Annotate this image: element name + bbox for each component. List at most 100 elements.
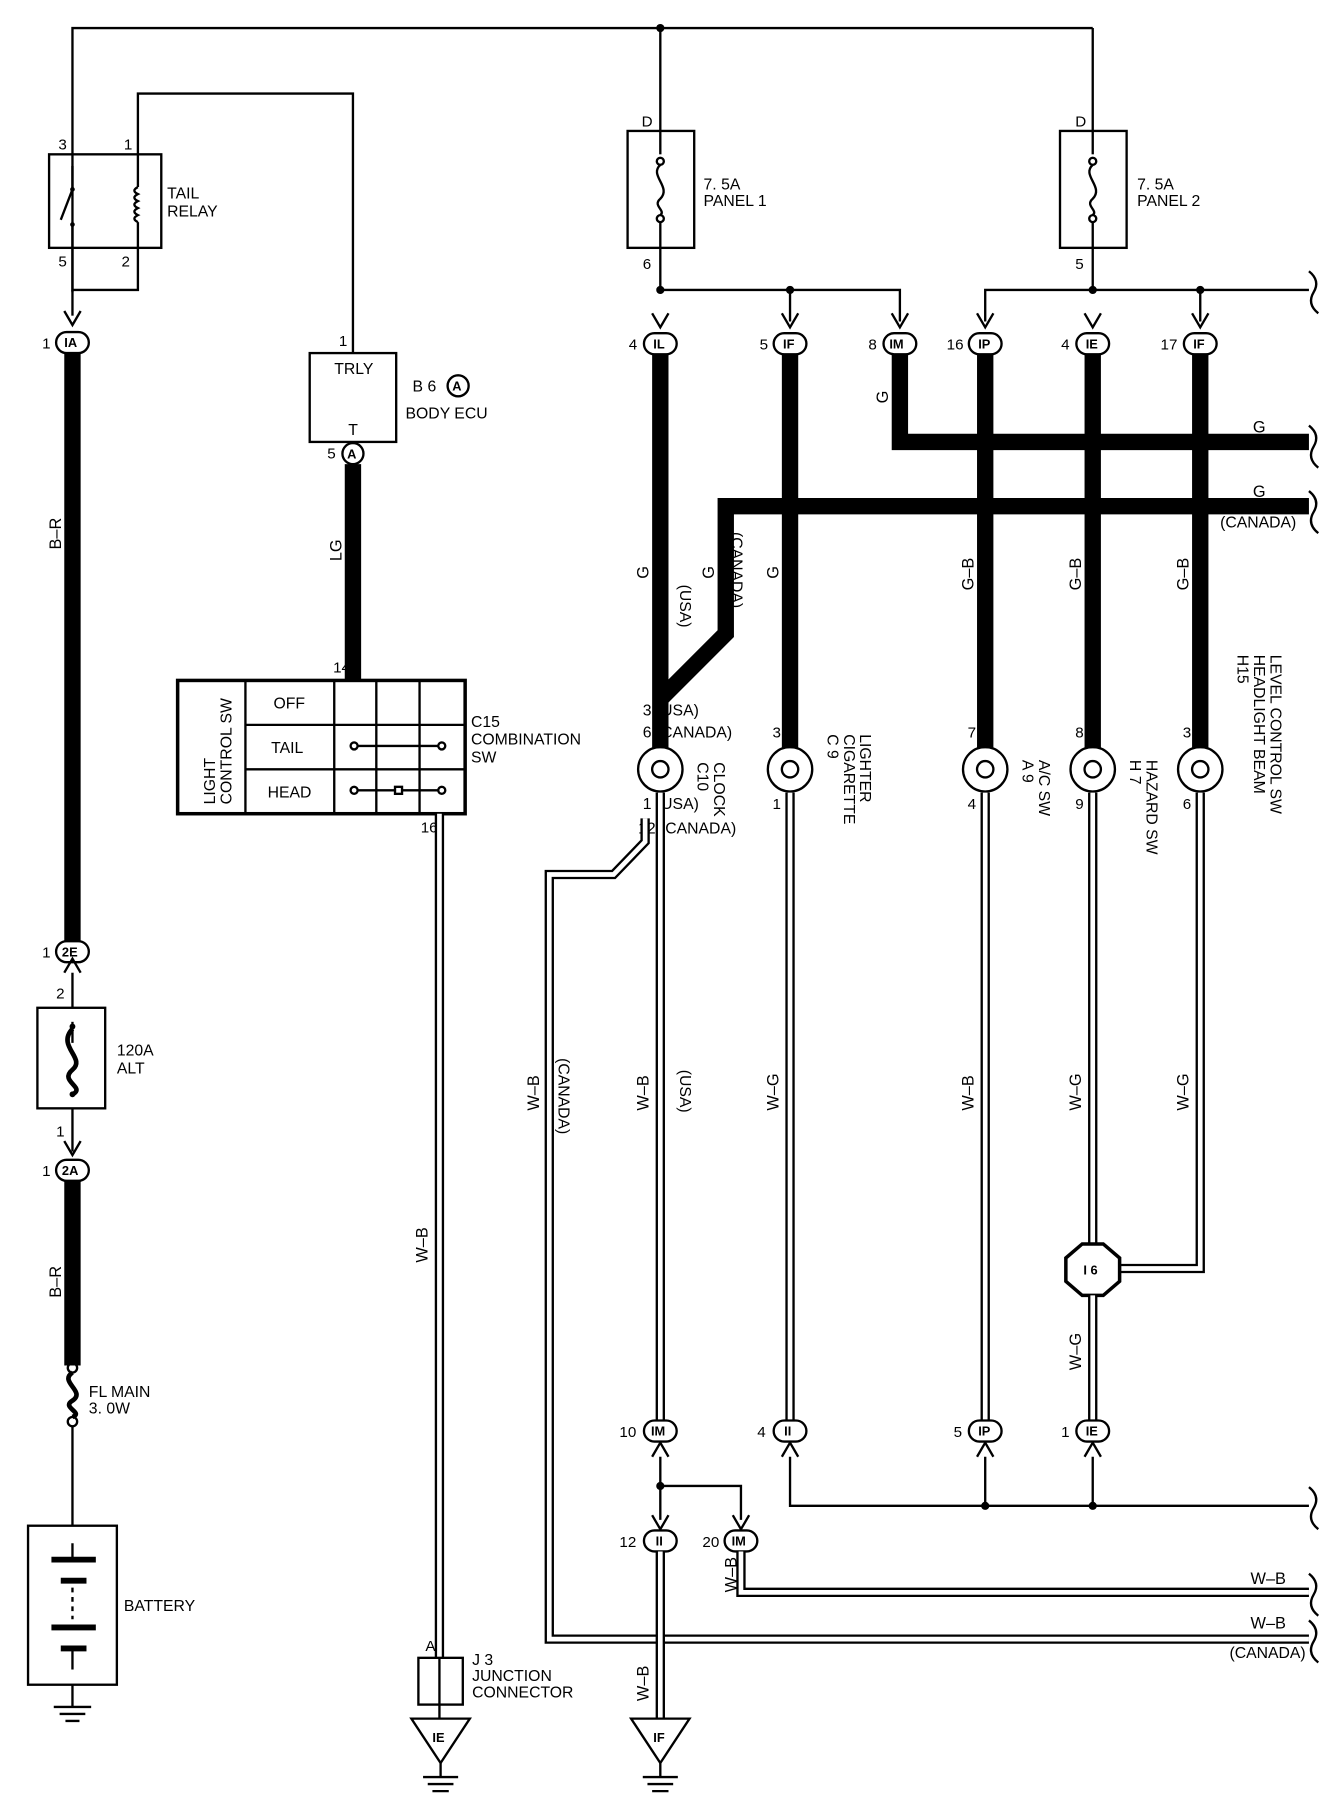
row-off: OFF <box>273 695 305 712</box>
panel2-pin-d: D <box>1075 113 1086 130</box>
clock-pin-12: 12 (CANADA) <box>638 821 736 838</box>
connector-if: IF <box>783 336 795 351</box>
alt-pin-2: 2 <box>56 985 64 1002</box>
connector-if-2-pin: 17 <box>1161 337 1178 354</box>
wire-label-wb-canada: W–B <box>525 1075 543 1111</box>
cig-pin-1: 1 <box>773 796 781 813</box>
alt-pin-1: 1 <box>56 1123 64 1140</box>
connector-bottom-im-pin: 10 <box>619 1424 636 1441</box>
body-ecu-connector: B 6 <box>413 379 437 396</box>
connector-2e-pin: 1 <box>42 945 50 962</box>
wire-label-g-canada: G <box>700 566 718 579</box>
wire-label-wb-clock: W–B <box>635 1075 653 1111</box>
wire-label-wg-cig: W–G <box>764 1073 782 1110</box>
wire-label-wg-hazard: W–G <box>1067 1073 1085 1110</box>
relay-pin-3: 3 <box>58 137 66 154</box>
connector-ip-pin: 16 <box>947 337 964 354</box>
wire-label-gb-hazard: G–B <box>1067 558 1085 591</box>
connector-bottom-im-2: IM <box>732 1534 746 1549</box>
top-bus <box>71 23 1320 354</box>
row-tail: TAIL <box>271 740 303 757</box>
ac-switch: 7 A 9A/C SW 4 <box>961 725 1052 816</box>
clock-pin-6: 6 (CANADA) <box>643 725 732 742</box>
body-ecu-pin-5: 5 <box>327 445 335 462</box>
wire-label-wg-headlight: W–G <box>1175 1073 1193 1110</box>
hazard-sw-label: H 7HAZARD SW <box>1126 760 1159 855</box>
wire-label-canada-1: (CANADA) <box>728 532 745 608</box>
splice-i6 <box>1064 1242 1122 1298</box>
wire-label-usa-2: (USA) <box>676 1070 693 1113</box>
connector-ia-pin: 1 <box>42 335 50 352</box>
connector-bottom-ip: IP <box>978 1424 991 1439</box>
connector-il: IL <box>653 336 665 351</box>
ecu-a: A <box>347 446 356 461</box>
connector-bottom-ii: II <box>784 1424 791 1439</box>
headlight-pin-6: 6 <box>1183 796 1191 813</box>
connector-2a: 2A <box>62 1163 78 1178</box>
top-connector-row: IL 4 IF 5 IM 8 IP 16 IE 4 IF 17 <box>629 312 1218 356</box>
wire-label-wb-ground: W–B <box>635 1666 653 1702</box>
body-ecu: 1 TRLY T B 6 A BODY ECU A 5 LG <box>308 333 488 681</box>
cig-pin-3: 3 <box>773 725 781 742</box>
wire-label-g-cig: G <box>764 566 782 579</box>
wire-label-canada-3: (CANADA) <box>1229 1645 1305 1662</box>
wire-label-canada-right: (CANADA) <box>1220 514 1296 531</box>
wire-label-br-2: B–R <box>47 1266 65 1298</box>
row-head: HEAD <box>268 784 312 801</box>
wire-label-canada-2: (CANADA) <box>555 1058 572 1134</box>
wire-label-g-right-2: G <box>1253 483 1266 501</box>
wire-label-lg: LG <box>327 539 345 561</box>
wire-label-wb-combo: W–B <box>414 1227 432 1263</box>
wire-label-g-im: G <box>874 391 892 404</box>
headlight-label: H15HEADLIGHT BEAMLEVEL CONTROL SW <box>1234 655 1284 814</box>
power-wires: G G G (CANADA) G (USA) G (CANADA) G G–B … <box>635 354 1320 749</box>
connector-bottom-ii-2: II <box>656 1534 663 1549</box>
junction-pin-a: A <box>425 1638 436 1655</box>
wire-label-g-usa: G <box>635 566 653 579</box>
connector-bottom-im: IM <box>651 1424 665 1439</box>
connector-bottom-ie-pin: 1 <box>1061 1424 1069 1441</box>
wire-label-usa-1: (USA) <box>676 585 693 628</box>
panel1-pin-6: 6 <box>643 256 651 273</box>
connector-im: IM <box>889 336 903 351</box>
body-ecu-connector-letter: A <box>452 378 461 393</box>
connector-ie: IE <box>1086 336 1099 351</box>
connector-bottom-ie: IE <box>1086 1424 1099 1439</box>
terminal-t: T <box>348 422 358 439</box>
cigarette-label: C 9CIGARETTELIGHTER <box>823 734 873 824</box>
connector-il-pin: 4 <box>629 337 637 354</box>
connector-ip: IP <box>978 336 991 351</box>
ac-pin-4: 4 <box>968 796 976 813</box>
splice-label: I 6 <box>1083 1262 1097 1277</box>
ac-pin-7: 7 <box>968 725 976 742</box>
wire-label-br: B–R <box>47 517 65 549</box>
panel1-pin-d: D <box>642 113 653 130</box>
hazard-pin-9: 9 <box>1075 796 1083 813</box>
connector-ia: IA <box>64 335 77 350</box>
combo-pin-16: 16 <box>421 819 438 836</box>
panel2-pin-5: 5 <box>1075 256 1083 273</box>
body-ecu-pin-1: 1 <box>339 333 347 350</box>
hazard-switch: 8 H 7HAZARD SW 9 <box>1069 725 1159 855</box>
connector-im-pin: 8 <box>868 337 876 354</box>
bottom-connectors: IM 10 II 4 IP 5 IE 1 II 12 IM 20 W–B W–B… <box>619 1419 1320 1793</box>
hazard-pin-8: 8 <box>1075 725 1083 742</box>
ground-ie: IE <box>432 1730 445 1745</box>
wire-label-wb-im20: W–B <box>722 1557 740 1593</box>
connector-2e: 2E <box>62 944 78 959</box>
wire-label-wb-right-1: W–B <box>1251 1570 1287 1588</box>
headlight-beam-switch: 3 H15HEADLIGHT BEAMLEVEL CONTROL SW 6 <box>1176 655 1284 814</box>
headlight-pin-3: 3 <box>1183 725 1191 742</box>
connector-if-2: IF <box>1193 336 1205 351</box>
